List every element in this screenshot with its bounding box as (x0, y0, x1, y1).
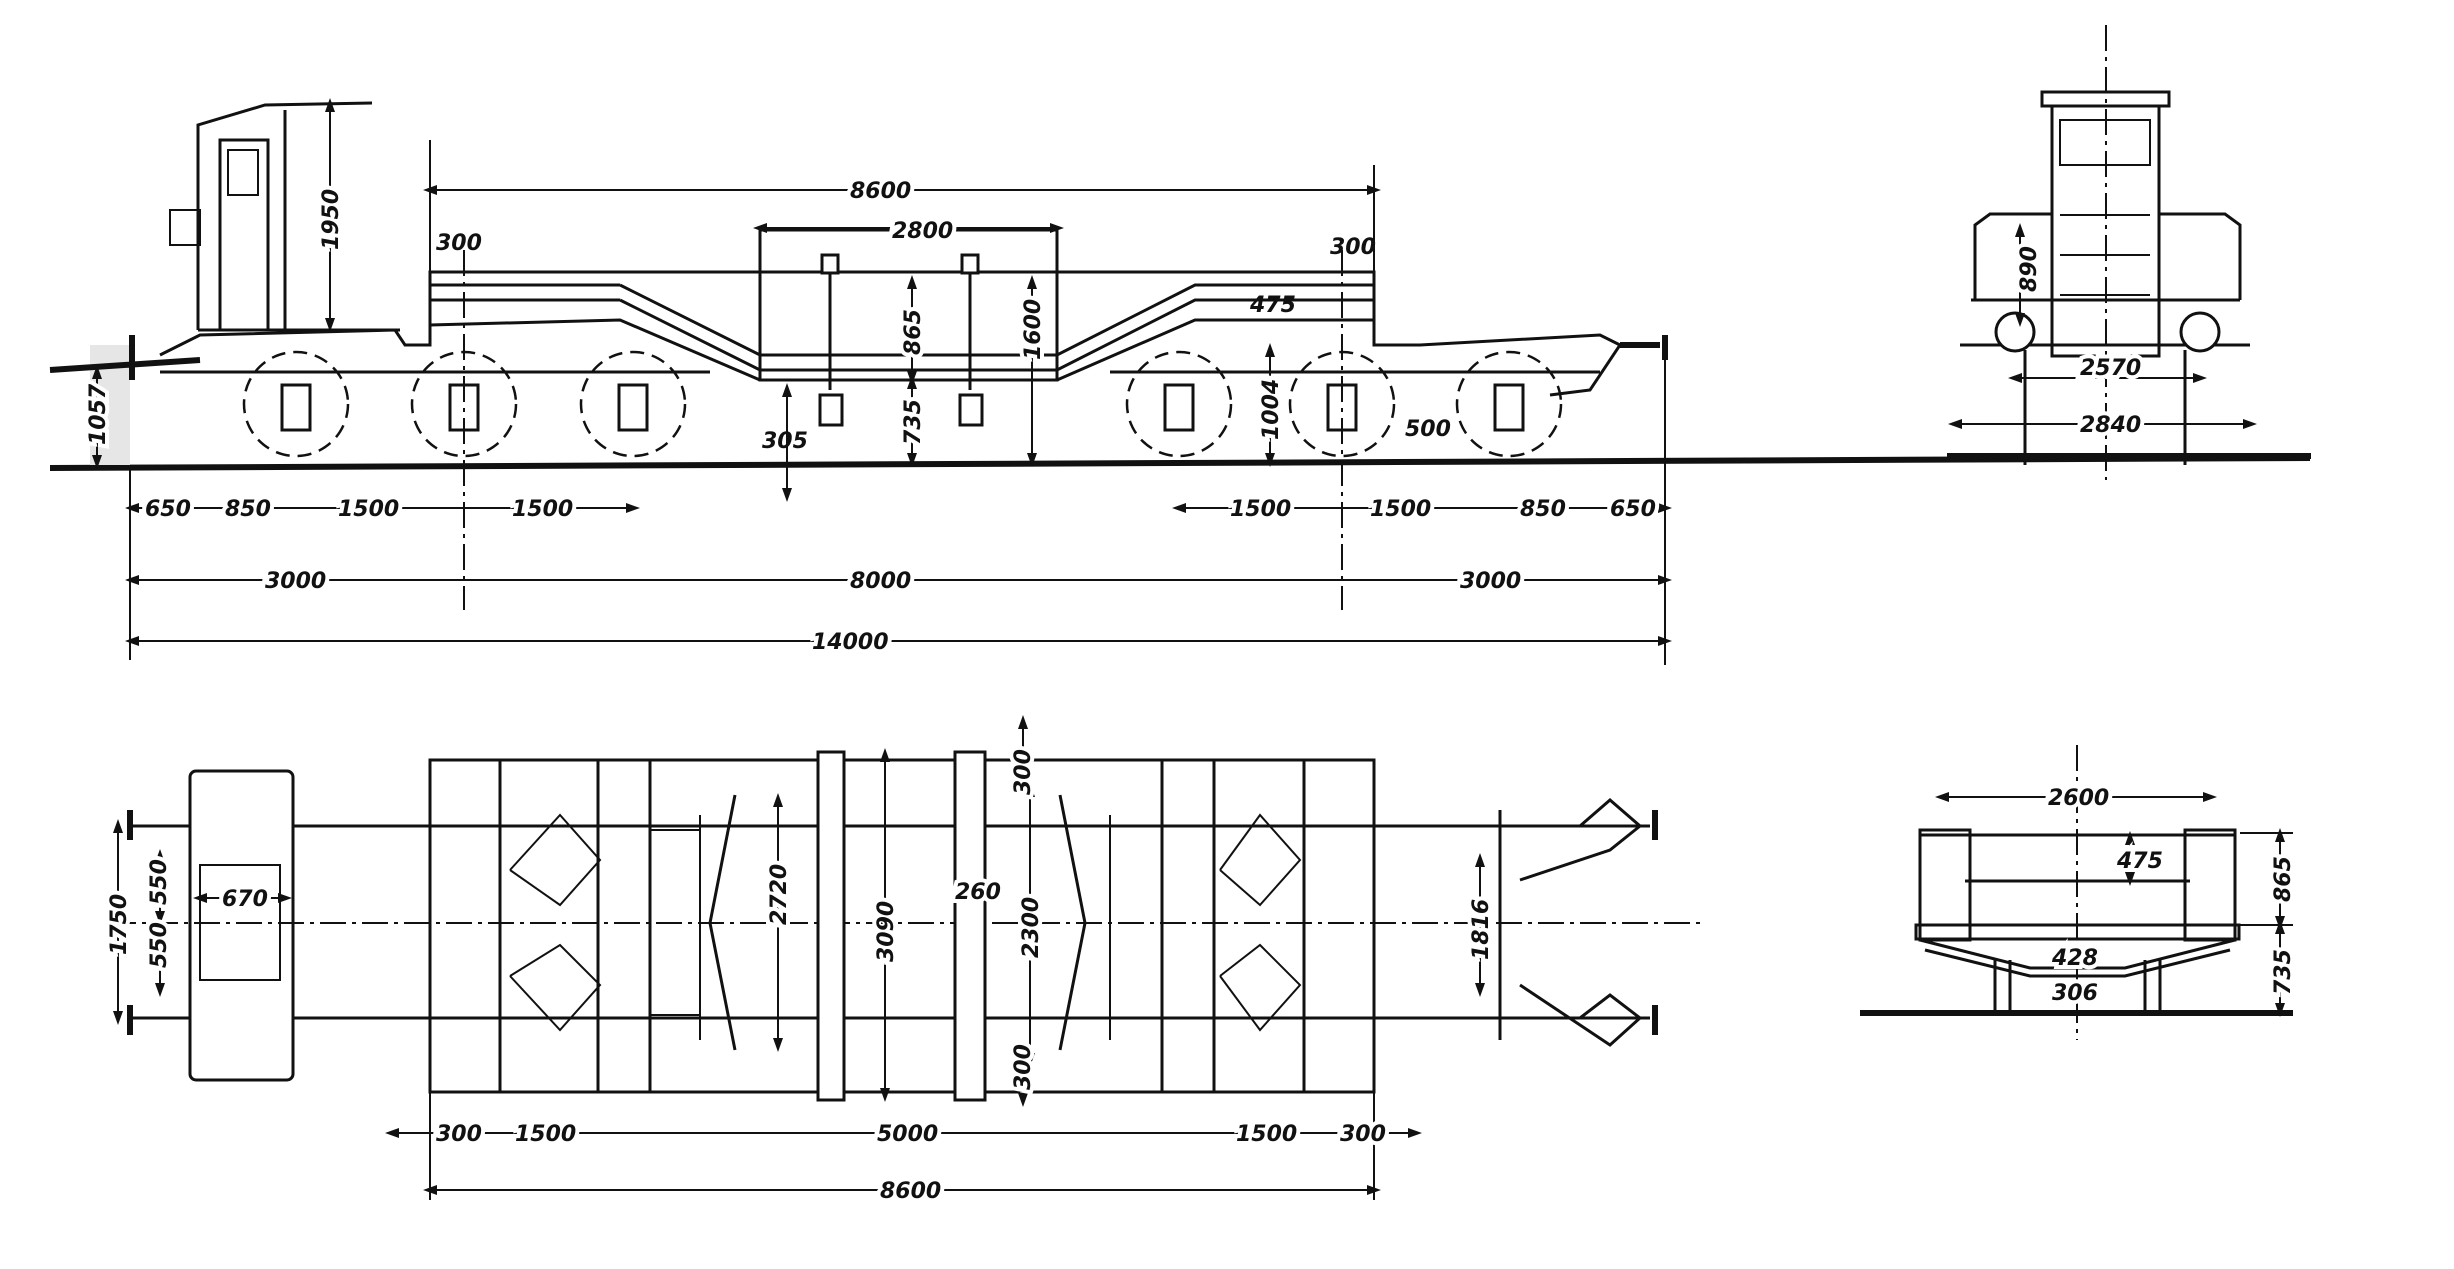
end-wheel-left (1994, 311, 2036, 353)
dim-axle-height: 500 (1405, 417, 1451, 442)
dim-half-upper: 550 (147, 859, 172, 905)
dim-beam-offset-top: 300 (1011, 749, 1036, 795)
wheel-4 (1125, 350, 1233, 458)
dim-section-side-beam: 475 (2116, 849, 2163, 874)
dim-plan-bottom-4: 1500 (1236, 1122, 1297, 1147)
dim-plan-bottom-3: 5000 (877, 1122, 938, 1147)
dim-beam-offset-bottom: 300 (1011, 1044, 1036, 1090)
crossbeam-left (816, 750, 846, 1102)
dim-well-depth: 865 (901, 309, 926, 355)
buffer-rod (49, 357, 201, 373)
dim-spacing-3: 1500 (338, 497, 399, 522)
side-bearer-left (818, 393, 844, 427)
cab (169, 101, 400, 332)
dim-spacing-2: 850 (225, 497, 271, 522)
dim-section-clearance: 306 (2052, 981, 2098, 1006)
dim-buffer-spacing: 1750 (107, 894, 132, 955)
plan-view: 1750 550 550 670 2720 3090 260 2300 300 … (103, 715, 1700, 1208)
dim-bogie-frame-width: 1816 (1469, 899, 1494, 960)
side-view: 8600 2800 300 300 1950 865 1600 475 1004… (49, 98, 2311, 665)
dim-inner-width: 2720 (767, 864, 792, 925)
dim-cab-width: 670 (222, 887, 268, 912)
dim-deck-height: 1600 (1021, 299, 1046, 360)
wheelsets (242, 350, 1563, 458)
dim-spacing-5: 1500 (1230, 497, 1291, 522)
dim-well-clearance: 305 (762, 429, 808, 454)
wheel-6 (1455, 350, 1563, 458)
dim-spacing-7: 850 (1520, 497, 1566, 522)
dim-buffer-height: 1057 (86, 383, 111, 445)
wheel-3 (579, 350, 687, 458)
dim-frame-length: 8600 (880, 1179, 941, 1204)
side-dimension-lines (92, 98, 1672, 665)
cab-body (2050, 104, 2161, 358)
dim-outer-width: 3090 (874, 901, 899, 962)
dim-well-floor-height: 735 (901, 399, 926, 445)
dim-spacing-1: 650 (145, 497, 191, 522)
dim-overhang-right: 300 (1330, 235, 1376, 260)
cab-plan (188, 769, 295, 1082)
dim-plan-bottom-1: 300 (436, 1122, 482, 1147)
dim-bogie-right: 3000 (1460, 569, 1521, 594)
dim-bogie-centers: 8000 (850, 569, 911, 594)
dim-spacing-8: 650 (1610, 497, 1656, 522)
dim-deck-length: 8600 (850, 179, 911, 204)
rail-ground-line (49, 455, 2311, 471)
dim-plan-bottom-5: 300 (1340, 1122, 1386, 1147)
cross-section: 2600 475 865 428 306 735 (1860, 745, 2300, 1040)
end-wheel-right (2179, 311, 2221, 353)
side-dimension-labels: 8600 2800 300 300 1950 865 1600 475 1004… (82, 175, 1660, 659)
crossbeam-right (953, 750, 987, 1102)
side-bearer-right (958, 393, 984, 427)
dim-railing-height: 890 (2017, 246, 2042, 292)
dim-overhang-left: 300 (436, 231, 482, 256)
dim-beam-spacing: 2600 (2048, 786, 2109, 811)
dim-well-length: 2800 (892, 219, 953, 244)
dim-crossbeam-width: 260 (955, 880, 1001, 905)
dim-cab-height: 1950 (319, 189, 344, 250)
dim-overall-length: 14000 (812, 630, 889, 655)
dim-bogie-left: 3000 (265, 569, 326, 594)
dim-floor-height: 735 (2271, 949, 2296, 995)
dim-wheel-gauge: 2570 (2080, 356, 2141, 381)
dim-half-lower: 550 (147, 922, 172, 968)
dim-deck-top-height: 1004 (1259, 379, 1284, 440)
dim-plan-bottom-2: 1500 (515, 1122, 576, 1147)
dim-spacing-6: 1500 (1370, 497, 1431, 522)
dim-well-width: 2300 (1019, 897, 1044, 958)
dim-overall-width: 2840 (2080, 413, 2141, 438)
end-view: 890 2570 2840 (1947, 25, 2311, 480)
dim-spacing-4: 1500 (512, 497, 573, 522)
dim-side-beam: 475 (1249, 293, 1296, 318)
dim-bottom-depth: 428 (2051, 946, 2098, 971)
main-frame-outline (428, 758, 1376, 1094)
dim-section-well-depth: 865 (2271, 856, 2296, 902)
wheel-1 (242, 350, 350, 458)
